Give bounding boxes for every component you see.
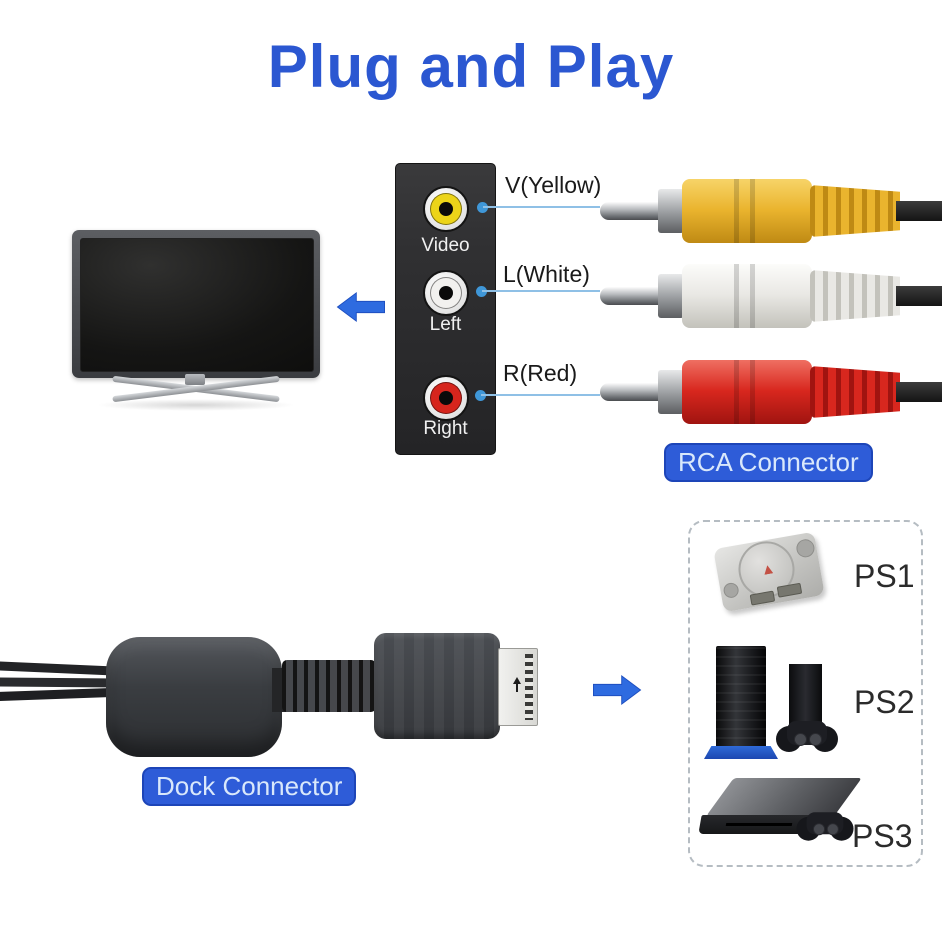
right-audio-jack [422,375,469,421]
tv-shadow [96,399,296,411]
rca-connector-label: RCA Connector [664,443,873,482]
dock-cable [0,677,123,688]
dock-ferrite-bead [106,637,282,757]
right-audio-jack-ring [429,382,462,414]
ps1-console-illustration [713,531,825,613]
video-wire-line [483,206,600,208]
ps3-controller-illustration [796,808,854,845]
ps1-power-button [722,581,740,600]
dock-pin-contacts [525,654,533,720]
rca-collar [658,189,684,233]
ps2-fat-console-illustration [716,646,766,748]
ps3-disc-slot [725,823,793,826]
rca-body [682,179,812,243]
tv-illustration [72,230,320,378]
rca-cable [896,286,942,306]
rca-pin [600,383,662,401]
orientation-arrow-stem [516,683,518,692]
rca-strain-relief [810,366,900,418]
dock-cable [0,687,120,702]
ps2-vertical-stand [704,746,778,759]
console-label-ps2: PS2 [854,684,915,720]
right-wire-label: R(Red) [503,360,578,386]
rca-strain-relief [810,270,900,322]
left-audio-jack-ring [429,277,462,309]
gamepad-stick [813,823,825,836]
ps1-open-button [795,537,816,559]
left-audio-jack [422,270,469,316]
video-jack [422,186,469,232]
right-audio-jack-hole [438,391,453,405]
gamepad-stick [809,733,822,746]
tv-stand-neck [185,374,205,385]
rca-pin [600,287,662,305]
video-wire-dot [477,202,488,213]
dock-metal-tip [498,648,538,726]
video-jack-label: Video [421,235,470,256]
rca-collar [658,370,684,414]
rca-pin [600,202,662,220]
console-label-ps1: PS1 [854,558,915,594]
left-wire-dot [476,286,487,297]
tv-screen [80,238,314,372]
dock-plug-head [374,633,500,739]
rca-collar [658,274,684,318]
left-audio-jack-hole [438,286,453,300]
gamepad-stick [794,733,807,746]
playstation-logo-icon [763,564,773,574]
left-wire-label: L(White) [503,261,590,287]
rca-body [682,264,812,328]
console-label-ps3: PS3 [852,818,913,854]
right-arrow-icon [593,674,642,706]
page-title: Plug and Play [267,33,675,100]
video-wire-label: V(Yellow) [505,172,602,198]
rca-body [682,360,812,424]
rca-cable [896,382,942,402]
rca-cable [896,201,942,221]
dock-connector-label: Dock Connector [142,767,357,806]
ps2-controller-illustration [776,716,838,756]
left-arrow-icon [336,291,385,323]
right-wire-line [481,394,600,396]
console-compatibility-panel: PS1 PS2 PS3 [688,520,923,867]
video-jack-hole [438,202,453,216]
right-wire-dot [475,390,486,401]
gamepad-stick [826,823,839,836]
right-audio-jack-label: Right [423,418,468,439]
left-wire-line [482,290,600,292]
rca-strain-relief [810,185,900,237]
orientation-arrow-icon [513,677,521,684]
left-audio-jack-label: Left [429,314,462,335]
dock-strain-relief [282,660,376,712]
